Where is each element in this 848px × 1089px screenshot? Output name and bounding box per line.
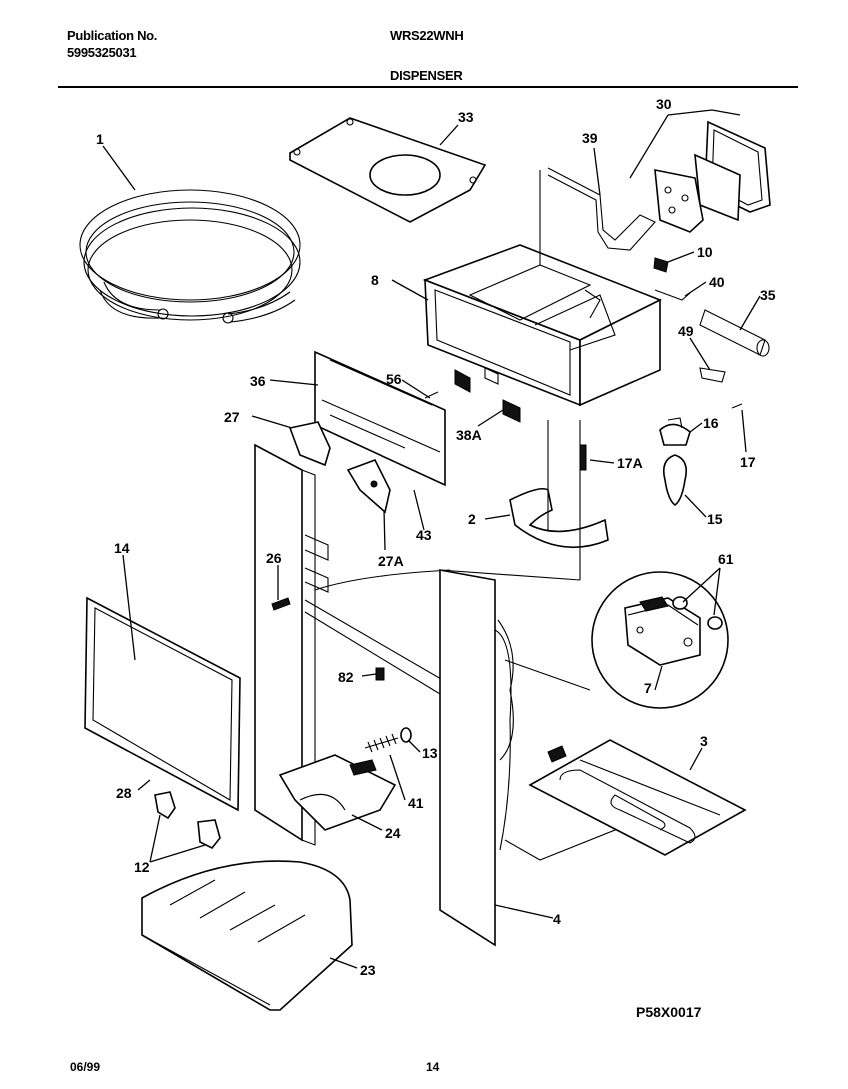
callout-12: 12 xyxy=(134,859,150,875)
dispenser-frame-part xyxy=(422,170,662,407)
right-panel-part xyxy=(439,569,512,947)
lamp-socket-parts xyxy=(579,403,743,506)
callout-17: 17 xyxy=(740,454,756,470)
callout-8: 8 xyxy=(371,272,379,288)
small-hardware-parts xyxy=(653,257,770,383)
tubing-coil-part xyxy=(79,189,301,324)
spring-parts xyxy=(364,667,412,753)
switch-parts xyxy=(424,367,521,423)
callout-43: 43 xyxy=(416,527,432,543)
callout-40: 40 xyxy=(709,274,725,290)
callout-13: 13 xyxy=(422,745,438,761)
callout-23: 23 xyxy=(360,962,376,978)
footer-date: 06/99 xyxy=(70,1060,100,1074)
callout-15: 15 xyxy=(707,511,723,527)
callout-39: 39 xyxy=(582,130,598,146)
callout-27a: 27A xyxy=(378,553,404,569)
wire-bracket-part xyxy=(547,167,656,251)
heater-part xyxy=(528,739,747,856)
display-frame-part xyxy=(84,596,241,812)
switch-detail-inset xyxy=(591,571,729,709)
cup-assembly-part xyxy=(654,120,771,233)
callout-4: 4 xyxy=(553,911,561,927)
model-number: WRS22WNH xyxy=(390,28,464,43)
figure-code: P58X0017 xyxy=(636,1004,702,1020)
page-number: 14 xyxy=(426,1060,440,1074)
callout-1: 1 xyxy=(96,131,104,147)
drip-tray-part xyxy=(141,860,353,1011)
callout-2: 2 xyxy=(468,511,476,527)
lever-parts xyxy=(288,421,391,514)
callout-10: 10 xyxy=(697,244,713,260)
callout-14: 14 xyxy=(114,540,130,556)
left-side-panel-part xyxy=(254,443,329,846)
callout-33: 33 xyxy=(458,109,474,125)
callout-27: 27 xyxy=(224,409,240,425)
clip-parts xyxy=(154,791,221,850)
callout-3: 3 xyxy=(700,733,708,749)
callout-49: 49 xyxy=(678,323,694,339)
housing-part xyxy=(304,420,641,861)
callout-24: 24 xyxy=(385,825,401,841)
ice-chute-part xyxy=(509,487,609,549)
leader-lines xyxy=(102,109,761,969)
callout-61: 61 xyxy=(718,551,734,567)
callout-82: 82 xyxy=(338,669,354,685)
publication-label: Publication No. xyxy=(67,28,158,43)
callout-38a: 38A xyxy=(456,427,482,443)
publication-number: 5995325031 xyxy=(67,45,137,60)
callout-26: 26 xyxy=(266,550,282,566)
cover-plate-part xyxy=(289,117,487,223)
control-panel-part xyxy=(314,350,446,487)
callout-17a: 17A xyxy=(617,455,643,471)
callout-41: 41 xyxy=(408,795,424,811)
section-title: DISPENSER xyxy=(390,68,463,83)
callout-56: 56 xyxy=(386,371,402,387)
header-rule xyxy=(58,86,798,88)
callout-30: 30 xyxy=(656,96,672,112)
callout-35: 35 xyxy=(760,287,776,303)
callout-7: 7 xyxy=(644,680,652,696)
callout-16: 16 xyxy=(703,415,719,431)
callout-36: 36 xyxy=(250,373,266,389)
callout-28: 28 xyxy=(116,785,132,801)
actuator-arm-part xyxy=(278,754,397,831)
